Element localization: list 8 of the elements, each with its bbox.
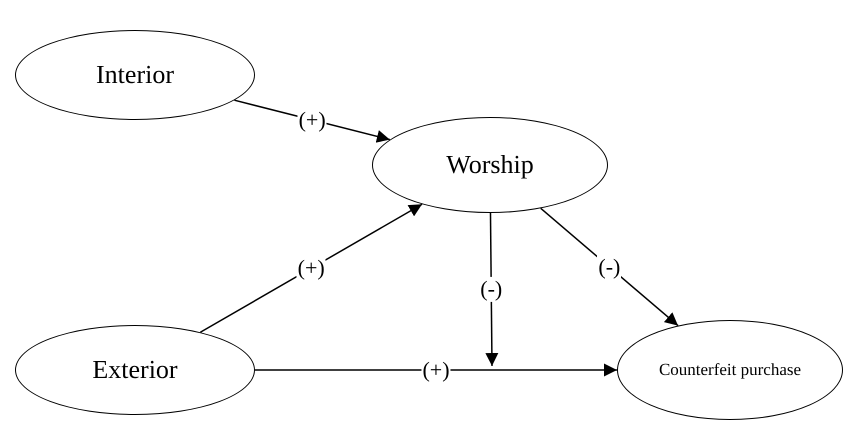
node-label: Worship <box>446 149 534 182</box>
node-label: Interior <box>96 59 174 92</box>
node-label: Exterior <box>92 354 178 386</box>
node-label: Counterfeit purchase <box>658 358 802 381</box>
edge-label: (-) <box>479 277 504 302</box>
edge-label: (+) <box>296 256 326 280</box>
edge-label: (-) <box>597 254 622 280</box>
arrow <box>255 364 617 376</box>
